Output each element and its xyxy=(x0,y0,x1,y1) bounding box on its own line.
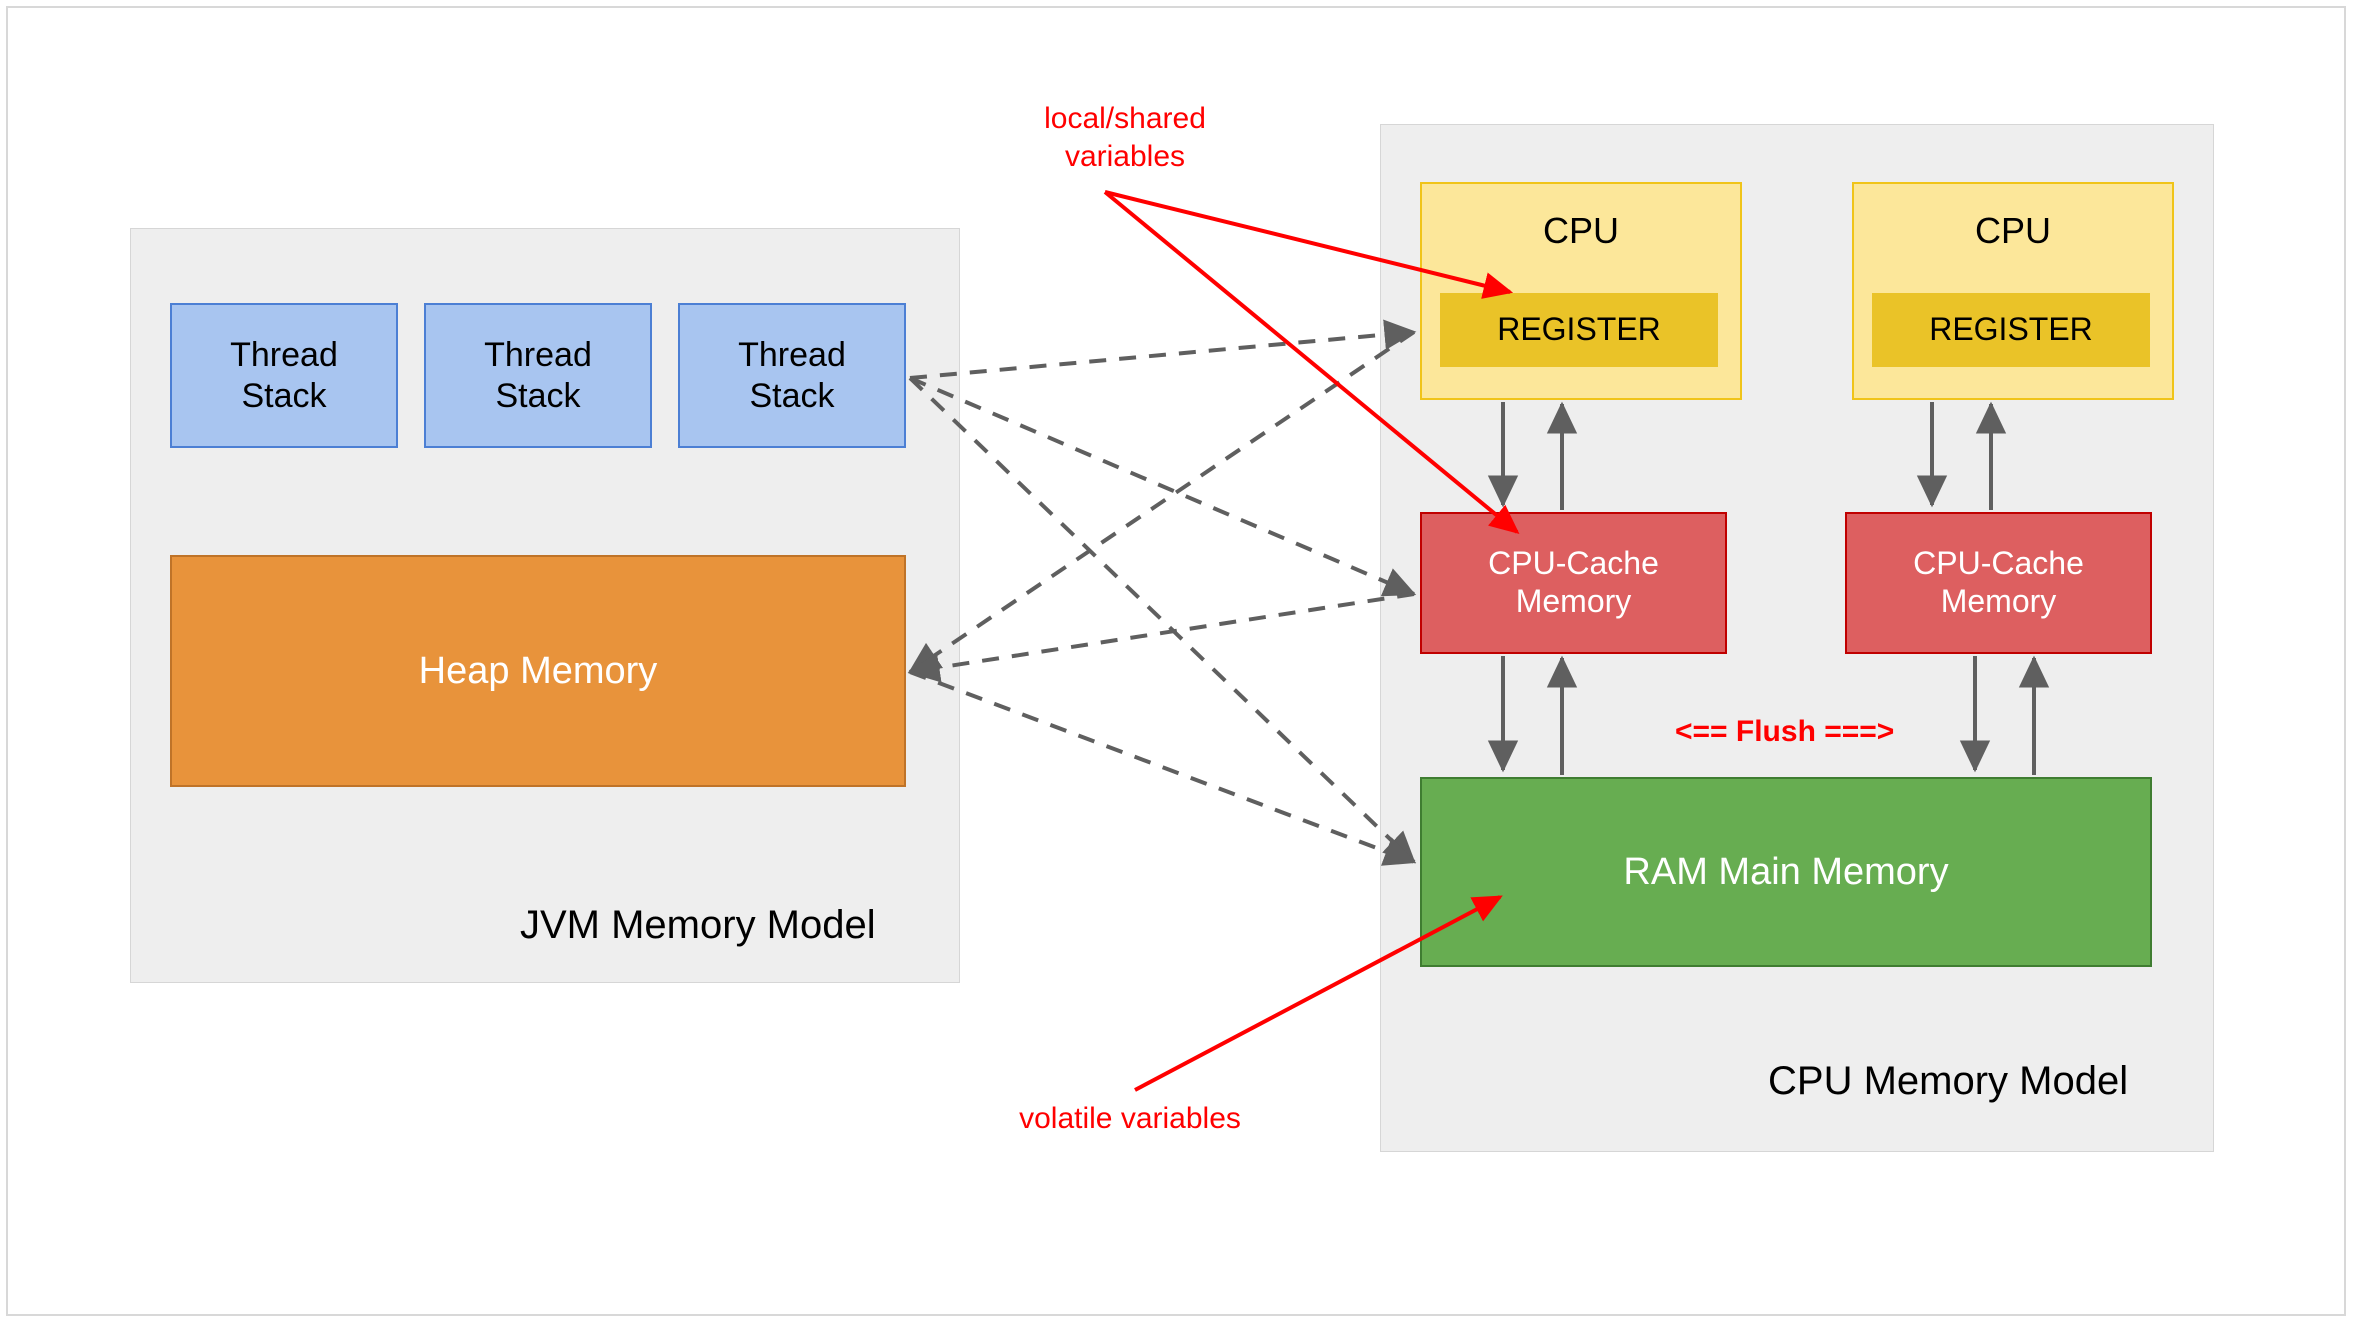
cpu-cache-box-1-label: CPU-Cache Memory xyxy=(1488,545,1659,619)
ram-main-memory-label: RAM Main Memory xyxy=(1623,850,1949,893)
cpu-box-2[interactable]: CPU xyxy=(1852,182,2174,400)
cpu-box-1-label: CPU xyxy=(1542,210,1619,251)
cpu-box-2-label: CPU xyxy=(1974,210,2051,251)
register-box-2-label: REGISTER xyxy=(1929,311,2093,348)
jvm-panel-title: JVM Memory Model xyxy=(520,903,876,947)
heap-memory-box[interactable]: Heap Memory xyxy=(170,555,906,787)
thread-stack-2-label: Thread Stack xyxy=(484,336,592,415)
heap-memory-label: Heap Memory xyxy=(418,649,658,692)
annotation-volatile-variables: volatile variables xyxy=(1019,1102,1241,1135)
cpu-box-1[interactable]: CPU xyxy=(1420,182,1742,400)
register-box-1-label: REGISTER xyxy=(1497,311,1661,348)
cpu-cache-box-2[interactable]: CPU-Cache Memory xyxy=(1845,512,2152,654)
cpu-cache-box-1[interactable]: CPU-Cache Memory xyxy=(1420,512,1727,654)
annotation-local-shared-variables: local/shared variables xyxy=(1044,102,1206,173)
thread-stack-1[interactable]: Thread Stack xyxy=(170,303,398,448)
register-box-1[interactable]: REGISTER xyxy=(1440,293,1718,367)
thread-stack-2[interactable]: Thread Stack xyxy=(424,303,652,448)
thread-stack-1-label: Thread Stack xyxy=(230,336,338,415)
cpu-panel-title: CPU Memory Model xyxy=(1768,1059,2129,1103)
thread-stack-3[interactable]: Thread Stack xyxy=(678,303,906,448)
cpu-cache-box-2-label: CPU-Cache Memory xyxy=(1913,545,2084,619)
thread-stack-3-label: Thread Stack xyxy=(738,336,846,415)
register-box-2[interactable]: REGISTER xyxy=(1872,293,2150,367)
flush-label: <== Flush ===> xyxy=(1675,715,1895,748)
ram-main-memory-box[interactable]: RAM Main Memory xyxy=(1420,777,2152,967)
